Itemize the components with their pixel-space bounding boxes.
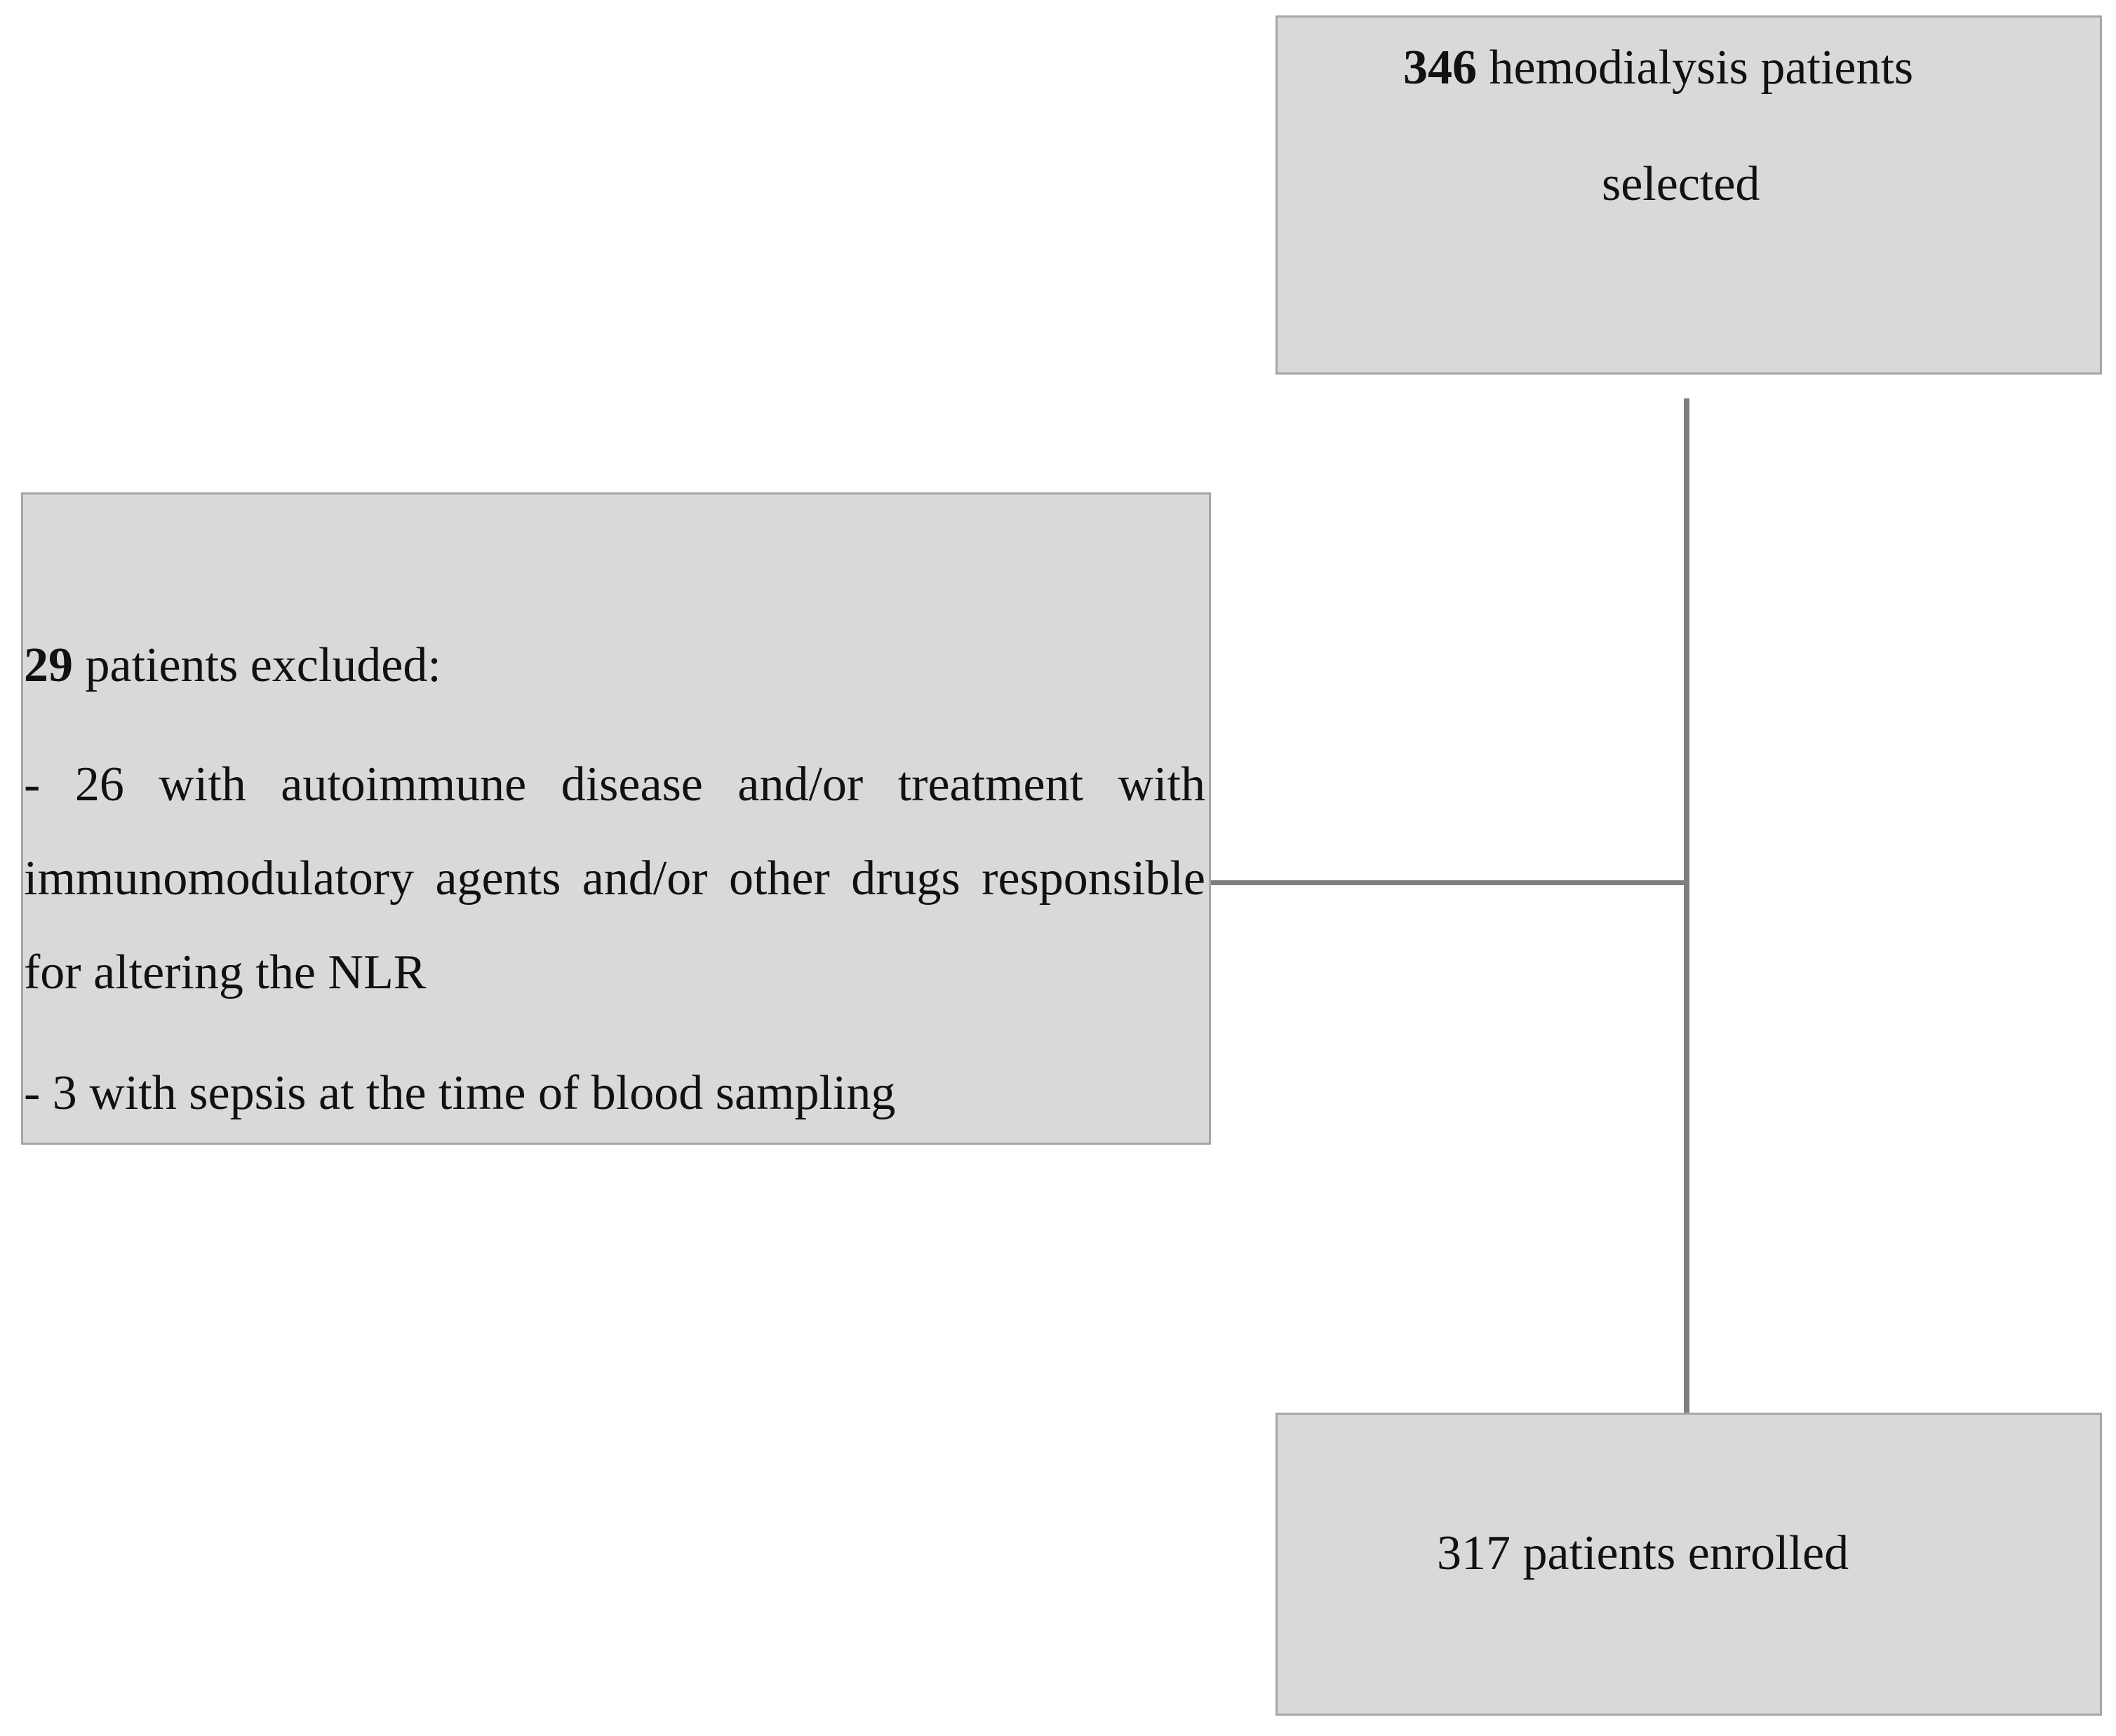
selected-patients-label: 346 hemodialysis patients <box>1403 43 2035 93</box>
excluded-patients-heading-text: patients excluded: <box>73 638 441 692</box>
enrolled-patients-label: 317 patients enrolled <box>1437 1526 1849 1580</box>
excluded-patients-count: 29 <box>24 638 73 692</box>
selected-patients-box <box>1275 15 2102 375</box>
connector-exclusion-branch <box>1211 880 1687 885</box>
excluded-patients-box <box>21 492 1211 1145</box>
selected-patients-count: 346 <box>1403 41 1477 95</box>
connector-vertical-line <box>1684 398 1689 1413</box>
enrolled-patients-box <box>1275 1413 2102 1716</box>
excluded-patients-heading: 29 patients excluded: <box>24 641 441 690</box>
selected-patients-label-line2: selected <box>1602 157 1760 211</box>
exclusion-reason-autoimmune: - 26 with autoimmune disease and/or trea… <box>24 758 1205 1000</box>
selected-patients-description: hemodialysis patients <box>1477 41 1914 95</box>
exclusion-reason-sepsis: - 3 with sepsis at the time of blood sam… <box>24 1066 896 1120</box>
